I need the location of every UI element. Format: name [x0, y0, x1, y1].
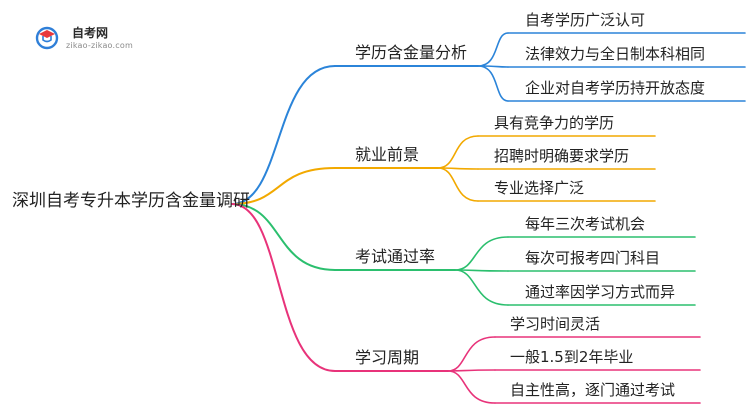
- leaf-label-0-2: 企业对自考学历持开放态度: [525, 79, 706, 97]
- leaf-label-1-2: 专业选择广泛: [494, 179, 585, 197]
- logo-title: 自考网: [72, 26, 109, 40]
- branch-to-leaf-connector-1-2: [437, 167, 479, 202]
- branch-to-leaf-connector-3-2: [447, 370, 496, 404]
- leaf-label-3-1: 一般1.5到2年毕业: [510, 348, 634, 366]
- logo-subtitle: zikao-zikao.com: [66, 41, 133, 50]
- branch-label-2: 考试通过率: [355, 247, 436, 266]
- branch-to-leaf-connector-0-2: [477, 65, 509, 102]
- leaf-label-2-0: 每年三次考试机会: [525, 215, 646, 233]
- root-to-branch-connector-2: [231, 203, 336, 271]
- branch-to-leaf-connector-2-2: [454, 269, 509, 306]
- root-to-branch-connector-0: [231, 65, 336, 205]
- root-to-branch-connector-3: [231, 203, 336, 372]
- root-node-label: 深圳自考专升本学历含金量调研: [12, 191, 250, 211]
- branch-to-leaf-connector-3-0: [447, 336, 496, 372]
- root-to-branch-connector-1: [231, 167, 336, 205]
- leaf-label-0-1: 法律效力与全日制本科相同: [525, 45, 706, 63]
- graduation-cap-icon: [35, 26, 59, 50]
- site-logo: 自考网 zikao-zikao.com: [34, 22, 144, 52]
- branch-to-leaf-connector-2-1: [454, 269, 509, 272]
- leaf-label-0-0: 自考学历广泛认可: [525, 11, 646, 29]
- leaf-label-3-2: 自主性高，逐门通过考试: [510, 381, 676, 399]
- leaf-label-1-1: 招聘时明确要求学历: [494, 147, 630, 165]
- branch-to-leaf-connector-1-0: [437, 135, 479, 169]
- leaf-label-3-0: 学习时间灵活: [510, 315, 601, 333]
- leaf-label-2-1: 每次可报考四门科目: [525, 249, 661, 267]
- branch-label-3: 学习周期: [355, 348, 420, 367]
- branch-to-leaf-connector-0-0: [477, 32, 509, 67]
- branch-to-leaf-connector-2-0: [454, 236, 509, 271]
- branch-label-0: 学历含金量分析: [355, 43, 468, 62]
- branch-label-1: 就业前景: [355, 145, 420, 164]
- leaf-label-1-0: 具有竞争力的学历: [494, 114, 615, 132]
- branch-to-leaf-connector-3-1: [447, 369, 496, 372]
- leaf-label-2-2: 通过率因学习方式而异: [525, 283, 676, 301]
